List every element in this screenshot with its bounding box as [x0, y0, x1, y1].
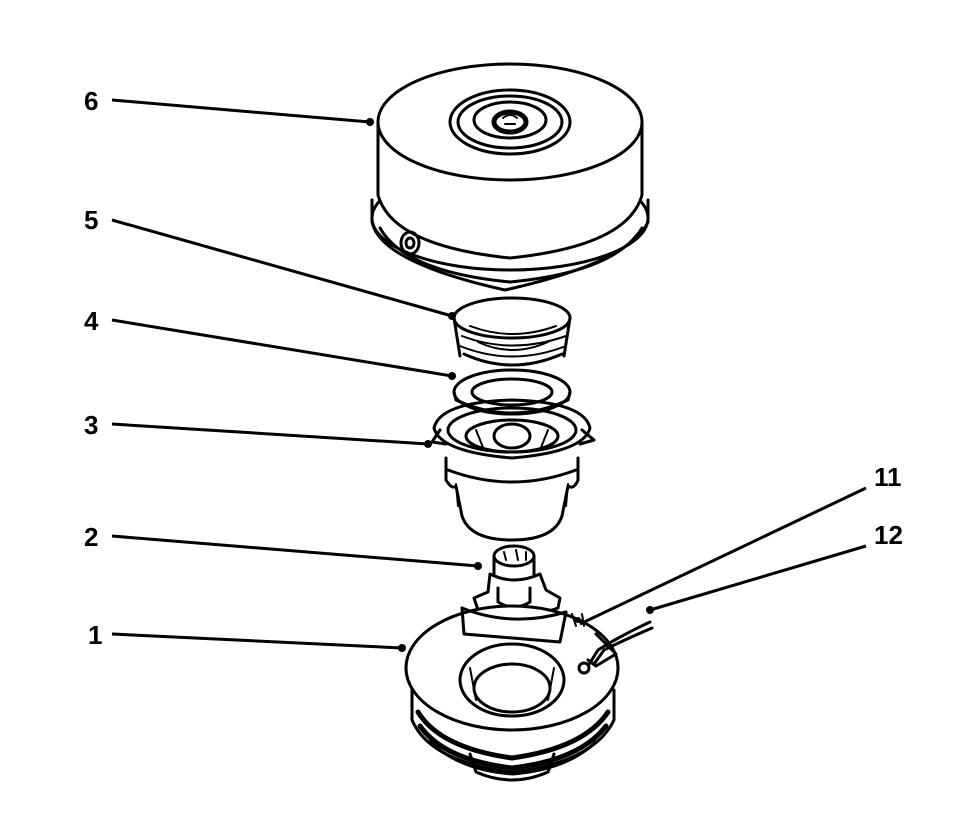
callout-1: 1	[88, 620, 102, 650]
leader-6	[111, 98, 374, 126]
callout-11: 11	[874, 462, 902, 492]
callout-2: 2	[84, 522, 98, 552]
leader-11	[579, 486, 867, 626]
part-5-spring	[452, 296, 572, 367]
part-6-cover	[370, 62, 650, 292]
leader-lines	[111, 98, 867, 652]
leader-4	[111, 318, 456, 380]
leader-2	[111, 534, 482, 570]
callout-4: 4	[84, 306, 99, 336]
callout-labels: 6 5 4 3 2 1 11 12	[84, 86, 903, 650]
leader-5	[111, 218, 456, 320]
leader-12	[646, 544, 867, 614]
part-3-spool-hub	[430, 398, 596, 542]
part-1-base-reel	[404, 604, 654, 782]
callout-6: 6	[84, 86, 98, 116]
leader-3	[111, 422, 432, 448]
callout-5: 5	[84, 205, 98, 235]
callout-3: 3	[84, 410, 98, 440]
leader-1	[111, 632, 406, 652]
callout-12: 12	[874, 520, 903, 550]
part-4-washer	[452, 368, 572, 416]
